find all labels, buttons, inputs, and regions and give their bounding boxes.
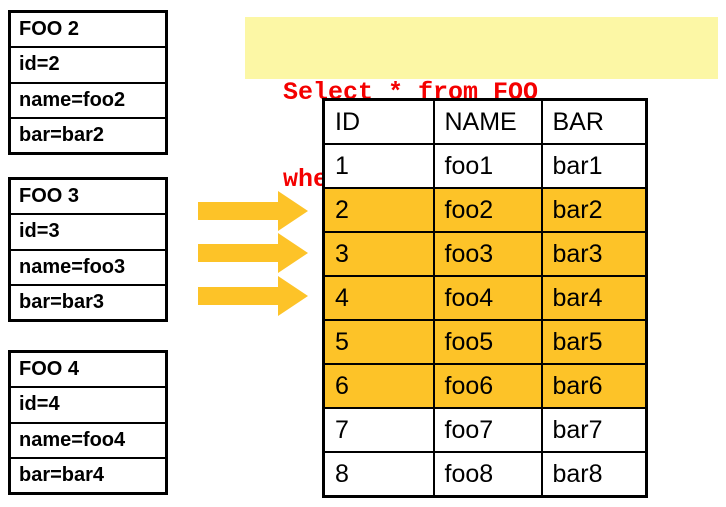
cell-bar: bar5 (540, 319, 648, 365)
cell-name: foo6 (432, 363, 543, 409)
cell-name: foo2 (432, 187, 543, 233)
cell-bar: bar2 (540, 187, 648, 233)
cell-bar: bar4 (540, 275, 648, 321)
record-card-field-bar: bar=bar3 (19, 290, 105, 313)
record-card-title: FOO 3 (11, 180, 165, 216)
cell-name: foo5 (432, 319, 543, 365)
right-arrow-icon (198, 233, 308, 273)
table-row: 3 foo3 bar3 (322, 231, 648, 277)
right-arrow-icon (198, 276, 308, 316)
record-card-field-bar: bar=bar4 (19, 463, 105, 486)
record-card-field-name: name=foo2 (11, 84, 165, 119)
cell-bar: bar7 (540, 407, 648, 453)
cell-id: 2 (322, 187, 435, 233)
right-arrow-head (278, 191, 308, 231)
right-arrow-body (198, 202, 278, 220)
record-card-foo2: FOO 2 id=2 name=foo2 bar=bar2 (8, 10, 168, 155)
right-arrow-head (278, 233, 308, 273)
cell-name: foo3 (432, 231, 543, 277)
table-row: 4 foo4 bar4 (322, 275, 648, 321)
cell-bar: bar1 (540, 143, 648, 189)
cell-name: foo7 (432, 407, 543, 453)
cell-name: foo8 (432, 451, 543, 498)
table-row: 6 foo6 bar6 (322, 363, 648, 409)
cell-id: 4 (322, 275, 435, 321)
record-card-foo3: FOO 3 id=3 name=foo3 bar=bar3 (8, 177, 168, 322)
table-row: 1 foo1 bar1 (322, 143, 648, 189)
cell-id: 3 (322, 231, 435, 277)
table-row: 7 foo7 bar7 (322, 407, 648, 453)
record-card-foo4: FOO 4 id=4 name=foo4 bar=bar4 (8, 350, 168, 495)
table-header-row: ID NAME BAR (322, 98, 648, 145)
column-header-id: ID (322, 98, 435, 145)
record-card-title: FOO 2 (11, 13, 165, 49)
cell-id: 7 (322, 407, 435, 453)
table-row: 2 foo2 bar2 (322, 187, 648, 233)
cell-id: 1 (322, 143, 435, 189)
record-card-field-id: id=3 (11, 215, 165, 251)
cell-name: foo1 (432, 143, 543, 189)
cell-bar: bar6 (540, 363, 648, 409)
record-card-title: FOO 4 (11, 353, 165, 389)
table-row: 8 foo8 bar8 (322, 451, 648, 498)
cell-bar: bar3 (540, 231, 648, 277)
cell-id: 5 (322, 319, 435, 365)
right-arrow-body (198, 244, 278, 262)
right-arrow-icon (198, 191, 308, 231)
record-card-field-bar: bar=bar2 (19, 123, 105, 146)
column-header-name: NAME (432, 98, 543, 145)
sql-query-banner: Select * from FOO where id > 1 and id < … (245, 17, 718, 194)
cell-name: foo4 (432, 275, 543, 321)
record-card-field-id: id=4 (11, 388, 165, 424)
cell-id: 8 (322, 451, 435, 498)
column-header-bar: BAR (540, 98, 648, 145)
record-card-field-name: name=foo4 (11, 424, 165, 459)
result-table: ID NAME BAR 1 foo1 bar1 2 foo2 bar2 3 fo… (322, 98, 648, 498)
right-arrow-head (278, 276, 308, 316)
table-row: 5 foo5 bar5 (322, 319, 648, 365)
record-card-field-id: id=2 (11, 48, 165, 84)
record-card-field-name: name=foo3 (11, 251, 165, 286)
cell-bar: bar8 (540, 451, 648, 498)
right-arrow-body (198, 287, 278, 305)
cell-id: 6 (322, 363, 435, 409)
